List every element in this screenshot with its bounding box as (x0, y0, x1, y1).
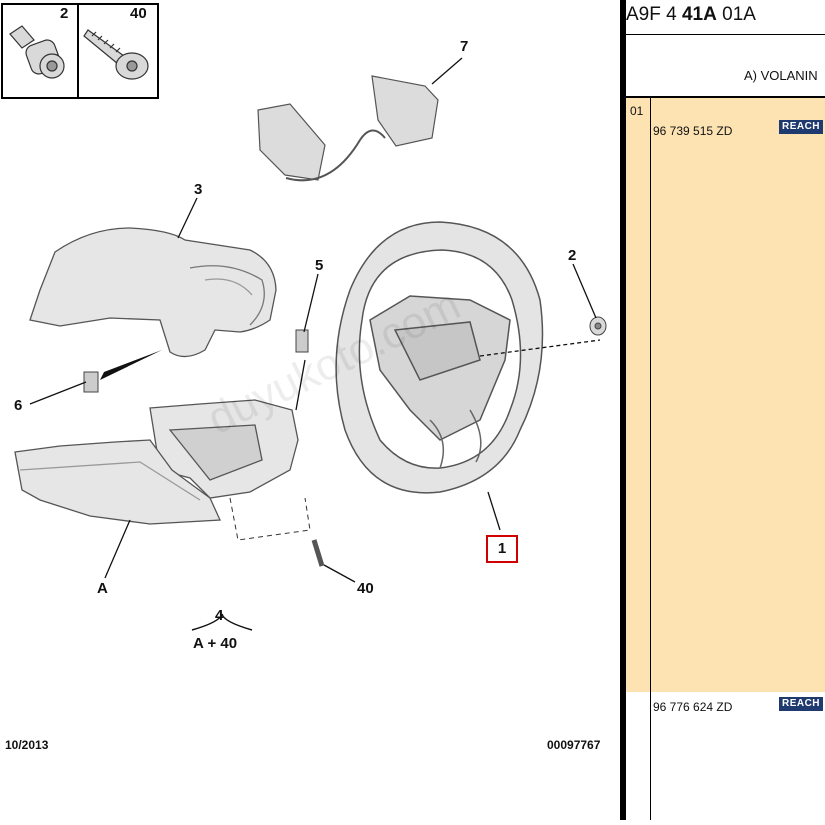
callout-7: 7 (460, 38, 469, 55)
bolt-icon (9, 25, 65, 79)
callout-a: A (97, 580, 108, 597)
reach-badge: REACH (779, 697, 823, 711)
part-number[interactable]: 96 776 624 ZD (653, 700, 733, 714)
exploded-diagram: 2 40 7 3 5 2 6 A 40 1 4 A + 40 duyukoto.… (1, 3, 607, 752)
panel-divider (620, 0, 626, 820)
row-column-divider (650, 98, 651, 820)
highlighted-part-row[interactable] (626, 98, 825, 692)
lower-shroud (149, 399, 299, 499)
dashed-bracket (229, 497, 311, 541)
callout-6: 6 (14, 397, 23, 414)
pointer-arrow (100, 350, 162, 380)
wheel-switch-controls (257, 75, 439, 182)
callout-1-box[interactable]: 1 (486, 535, 518, 563)
part-number[interactable]: 96 739 515 ZD (653, 124, 733, 138)
row-number: 01 (630, 104, 644, 118)
reach-badge: REACH (779, 120, 823, 134)
screw-icon (83, 29, 149, 80)
diagram-drawing (1, 3, 607, 631)
document-number: 00097767 (547, 738, 601, 752)
screw-40-part (311, 539, 325, 567)
reference-code: A9F 4 41A 01A (626, 4, 756, 26)
ref-prefix: A9F 4 (626, 4, 682, 25)
callout-2-box: 2 (60, 5, 69, 22)
nut-part (589, 316, 607, 336)
group-formula: A + 40 (193, 635, 238, 652)
parts-panel: A9F 4 41A 01A A) VOLANIN 01 96 739 515 Z… (626, 0, 825, 820)
group-number: 4 (215, 607, 224, 624)
upper-shroud (29, 227, 277, 358)
callout-3: 3 (194, 181, 203, 198)
leader-lines (29, 57, 601, 583)
steering-wheel (335, 221, 544, 494)
ref-bold: 41A (681, 4, 717, 25)
section-title: A) VOLANIN (744, 68, 818, 83)
title-rule (626, 96, 825, 98)
ref-suffix: 01A (716, 4, 756, 25)
clip-5 (295, 329, 309, 353)
callout-40: 40 (357, 580, 374, 597)
callout-2: 2 (568, 247, 577, 264)
trim-part-a (14, 439, 221, 525)
group-brace (191, 613, 253, 631)
header-rule (626, 34, 825, 35)
callout-5: 5 (315, 257, 324, 274)
callout-40-box: 40 (130, 5, 147, 22)
date-label: 10/2013 (5, 738, 49, 752)
clip-6 (83, 371, 99, 393)
